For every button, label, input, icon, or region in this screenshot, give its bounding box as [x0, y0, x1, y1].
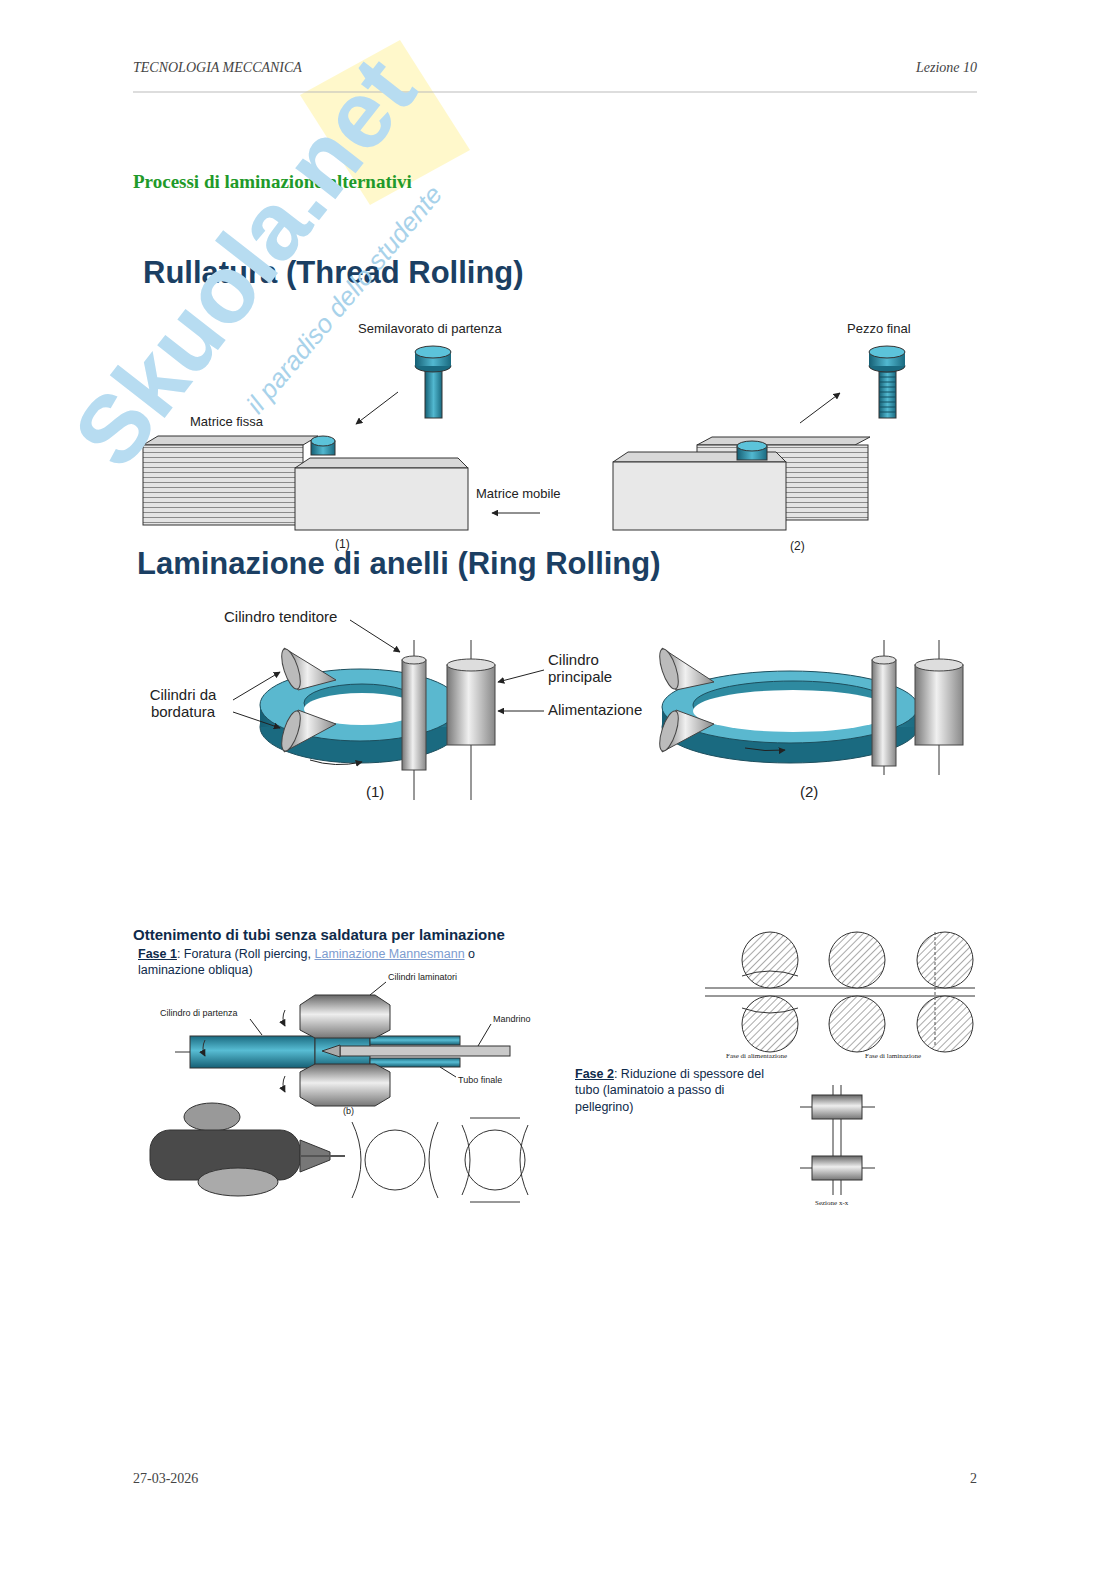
part-label: Matrice fissa: [190, 415, 263, 430]
roll-piercing-figure: [150, 982, 528, 1202]
part-label: Pezzo final: [847, 322, 911, 337]
figure-label: Sezione x-x: [815, 1199, 848, 1207]
section-heading: Laminazione di anelli (Ring Rolling): [137, 546, 661, 582]
ring-rolling-figure-1: [233, 620, 544, 800]
text-block: Fase 1: Foratura (Roll piercing, Laminazi…: [138, 946, 538, 979]
header-rule: [133, 92, 977, 93]
lesson-number: Lezione 10: [916, 60, 977, 76]
phase-text: : Foratura (Roll piercing,: [177, 947, 311, 961]
thread-rolling-figure-2: [613, 346, 905, 530]
part-label: Cilindri laminatori: [388, 972, 457, 982]
page-date: 27-03-2026: [133, 1471, 198, 1487]
phase-label: Fase 1: [138, 947, 177, 961]
link-text: Laminazione Mannesmann: [315, 947, 465, 961]
text-block: Fase 2: Riduzione di spessore del tubo (…: [575, 1066, 770, 1115]
part-label: Mandrino: [493, 1014, 531, 1024]
part-label: Cilindro principale: [548, 651, 634, 686]
part-label: Matrice mobile: [476, 487, 561, 502]
pilger-mill-figure: [705, 932, 975, 1195]
phase-label: Fase 2: [575, 1067, 614, 1081]
part-label: Cilindri da bordatura: [133, 686, 233, 721]
subsection-heading: Ottenimento di tubi senza saldatura per …: [133, 926, 505, 943]
running-header: TECNOLOGIA MECCANICA: [133, 60, 302, 76]
part-label: Tubo finale: [458, 1075, 502, 1085]
callout-number: (2): [800, 783, 818, 800]
callout-number: (1): [366, 783, 384, 800]
part-label: Alimentazione: [548, 701, 642, 718]
figure-label: Fase di laminazione: [865, 1052, 921, 1060]
ring-rolling-figure-2: [656, 640, 963, 775]
part-label: Cilindro di partenza: [160, 1008, 238, 1018]
figure-label: Fase di alimentazione: [726, 1052, 787, 1060]
part-label: Semilavorato di partenza: [358, 322, 502, 337]
page-number: 2: [970, 1471, 977, 1487]
callout-number: (2): [790, 540, 805, 554]
callout-number: (b): [343, 1106, 354, 1116]
part-label: Cilindro tenditore: [224, 608, 337, 625]
